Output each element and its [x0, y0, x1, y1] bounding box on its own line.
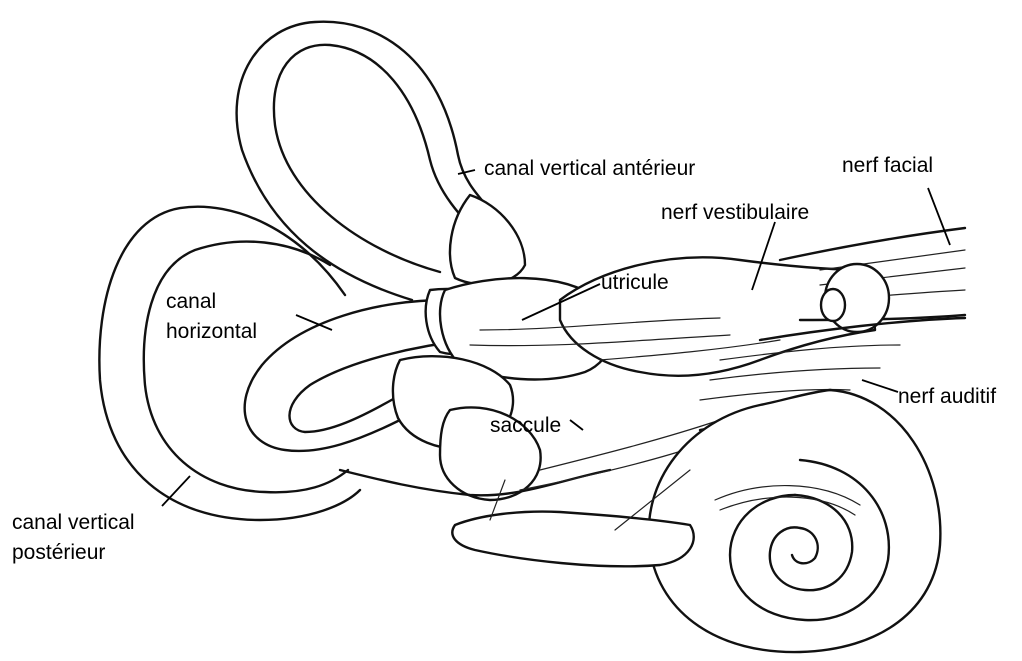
label-nerf-facial: nerf facial: [842, 153, 933, 179]
posterior-canal-drawing: [99, 207, 360, 520]
label-canal-horizontal-line2: horizontal: [166, 319, 257, 345]
label-saccule: saccule: [490, 413, 561, 439]
anterior-canal-drawing: [237, 22, 525, 300]
leader-canal-vertical-anterieur: [458, 170, 475, 174]
label-nerf-auditif: nerf auditif: [898, 384, 996, 410]
leader-nerf-facial: [928, 188, 950, 245]
label-utricule: utricule: [601, 270, 669, 296]
label-canal-vertical-posterieur-line2: postérieur: [12, 540, 105, 566]
label-canal-vertical-anterieur: canal vertical antérieur: [484, 156, 695, 182]
leader-nerf-auditif: [862, 380, 898, 392]
label-canal-vertical-posterieur-line1: canal vertical: [12, 510, 135, 536]
label-nerf-vestibulaire: nerf vestibulaire: [661, 200, 809, 226]
label-canal-horizontal-line1: canal: [166, 289, 216, 315]
leader-saccule: [570, 420, 583, 430]
